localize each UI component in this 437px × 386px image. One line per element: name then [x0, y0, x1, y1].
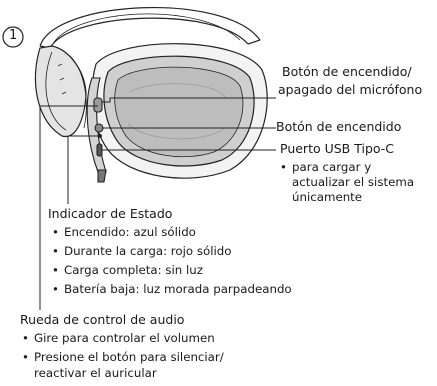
leader-lines [39, 97, 276, 310]
status-bullet-low: Batería baja: luz morada parpadeando [52, 282, 292, 297]
mic-button-label-line2: apagado del micrófono [278, 82, 423, 97]
right-ear-cup [91, 43, 268, 179]
volume-bullet-rotate: Gire para controlar el volumen [22, 331, 215, 346]
volume-wheel-leader [39, 105, 98, 310]
headband [39, 6, 261, 49]
volume-bullet-press-cont: reactivar el auricular [34, 366, 157, 380]
status-bullet-charging: Durante la carga: rojo sólido [52, 244, 232, 259]
status-indicator-label: Indicador de Estado [48, 206, 173, 221]
usb-port-bullet-cont1: actualizar el sistema [292, 175, 415, 189]
usb-port-label: Puerto USB Tipo-C [280, 141, 395, 156]
status-bullet-full: Carga completa: sin luz [52, 263, 203, 278]
volume-wheel[interactable] [97, 169, 107, 183]
power-button[interactable] [94, 123, 104, 133]
mic-button-leader [102, 97, 276, 103]
step-number-circle [2, 26, 24, 48]
mic-button-label-line1: Botón de encendido/ [282, 64, 412, 79]
left-ear-cup [34, 45, 87, 138]
status-bullet-on: Encendido: azul sólido [52, 225, 196, 240]
power-button-label: Botón de encendido [276, 119, 402, 134]
usb-c-port[interactable] [96, 143, 103, 157]
volume-wheel-label: Rueda de control de audio [20, 312, 185, 327]
usb-port-bullet-cont2: únicamente [292, 190, 363, 204]
mic-button[interactable] [93, 97, 103, 113]
usb-port-bullet: para cargar y [280, 160, 371, 175]
status-indicator-leader [67, 135, 100, 204]
step-number: 1 [9, 28, 18, 43]
volume-bullet-press: Presione el botón para silenciar/ [22, 350, 224, 365]
